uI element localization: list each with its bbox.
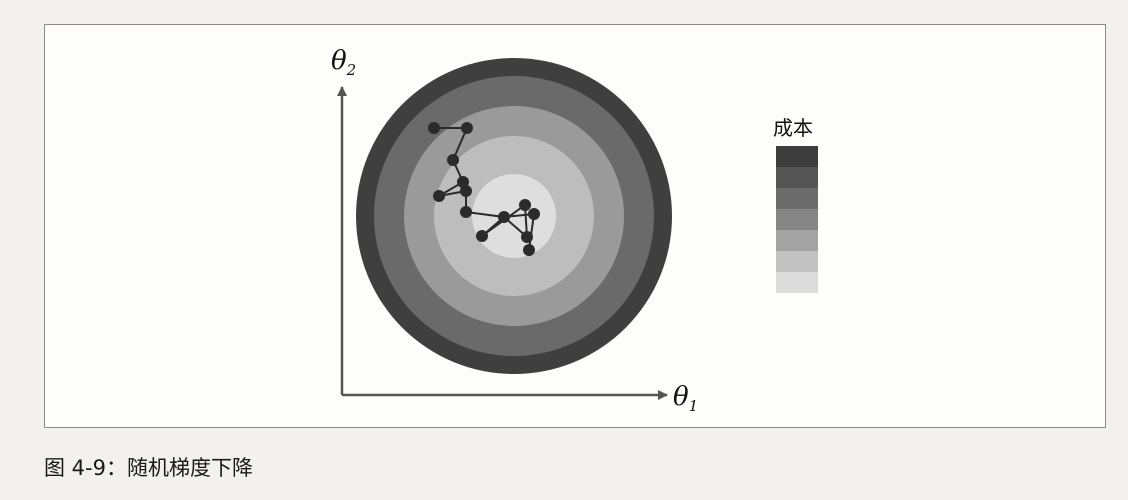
legend-swatch — [776, 146, 818, 167]
path-point — [521, 231, 533, 243]
y-axis-label: θ2 — [331, 46, 356, 79]
sgd-path — [428, 122, 540, 256]
x-axis-label: θ1 — [673, 382, 698, 415]
legend-swatch — [776, 188, 818, 209]
sgd-diagram: θ2 θ1 成本 — [331, 46, 818, 415]
legend-swatch — [776, 209, 818, 230]
path-point — [461, 122, 473, 134]
path-point — [428, 122, 440, 134]
cost-legend: 成本 — [773, 116, 818, 293]
path-point — [528, 208, 540, 220]
path-point — [519, 199, 531, 211]
legend-color-bar — [776, 146, 818, 293]
path-point — [476, 230, 488, 242]
path-point — [447, 154, 459, 166]
path-point — [498, 211, 510, 223]
path-point — [523, 244, 535, 256]
legend-swatch — [776, 251, 818, 272]
legend-title: 成本 — [773, 116, 813, 140]
path-point — [433, 190, 445, 202]
path-point — [460, 206, 472, 218]
sgd-path-points — [428, 122, 540, 256]
figure-caption: 图 4-9：随机梯度下降 — [44, 456, 253, 480]
legend-swatch — [776, 167, 818, 188]
legend-swatch — [776, 230, 818, 251]
path-point — [460, 185, 472, 197]
figure-frame: θ2 θ1 成本 — [44, 24, 1106, 428]
legend-swatch — [776, 272, 818, 293]
